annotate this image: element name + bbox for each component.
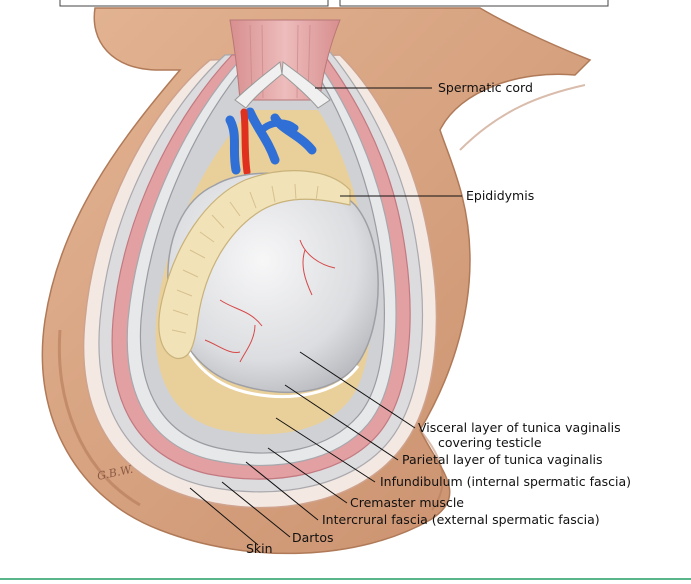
epididymis xyxy=(158,170,351,359)
artery xyxy=(240,108,251,176)
leader-skin xyxy=(189,487,259,546)
leader-infundibulum xyxy=(275,417,376,483)
cord-cut-right xyxy=(281,61,331,109)
epididymis-texture xyxy=(171,183,319,334)
leader-intercrural xyxy=(245,461,319,521)
skin-fold-2 xyxy=(419,429,444,511)
label-parietal: Parietal layer of tunica vaginalis xyxy=(402,452,603,467)
top-box-right xyxy=(339,0,609,7)
leader-cremaster xyxy=(267,447,348,504)
skin-fold xyxy=(57,329,141,507)
label-cremaster: Cremaster muscle xyxy=(350,495,464,510)
label-intercrural: Intercrural fascia (external spermatic f… xyxy=(322,512,600,527)
cord-stripes xyxy=(249,24,311,99)
testis-vessels xyxy=(204,239,336,363)
top-box-left xyxy=(59,0,329,7)
label-dartos: Dartos xyxy=(292,530,334,545)
label-visceral-line1: Visceral layer of tunica vaginalis xyxy=(418,420,621,435)
leader-parietal xyxy=(284,384,399,461)
vein-branch xyxy=(258,119,299,134)
leader-dartos xyxy=(221,481,291,538)
skin-fold-3 xyxy=(459,84,586,151)
label-skin: Skin xyxy=(246,541,273,556)
label-spermatic-cord: Spermatic cord xyxy=(438,80,533,95)
leader-visceral xyxy=(299,351,416,429)
label-visceral-line2: covering testicle xyxy=(438,435,542,450)
label-infundibulum: Infundibulum (internal spermatic fascia) xyxy=(380,474,631,489)
label-epididymis: Epididymis xyxy=(466,188,534,203)
